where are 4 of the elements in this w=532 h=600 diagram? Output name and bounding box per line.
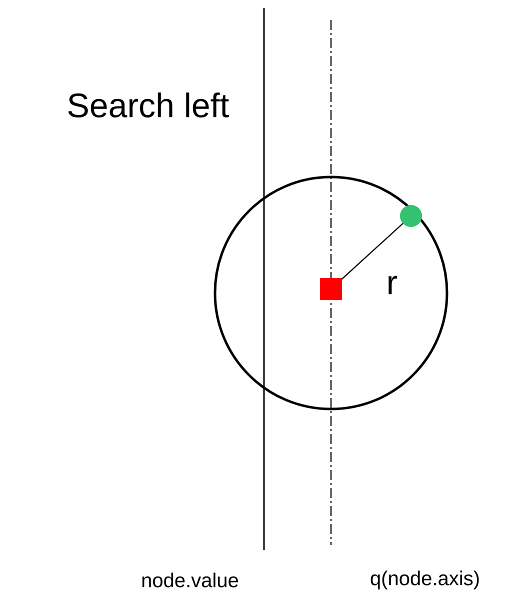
text-label: Search left xyxy=(66,92,230,118)
text-label: r xyxy=(388,276,398,294)
text-label: node.value xyxy=(142,572,238,588)
text-label: q(node.axis) xyxy=(370,570,479,590)
